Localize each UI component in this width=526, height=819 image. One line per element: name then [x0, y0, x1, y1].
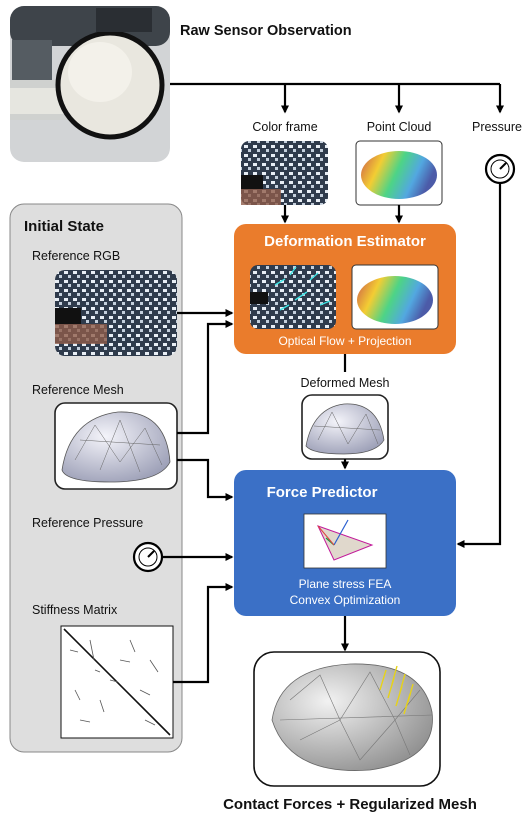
deformation-estimator-title: Deformation Estimator: [264, 233, 426, 250]
point-cloud-label: Point Cloud: [366, 120, 432, 134]
reference-pressure-label: Reference Pressure: [32, 516, 144, 530]
stiffness-matrix-image: [60, 625, 174, 739]
deformed-mesh-label: Deformed Mesh: [300, 376, 390, 390]
force-predictor-caption-2: Convex Optimization: [289, 593, 401, 607]
stiffness-matrix-label: Stiffness Matrix: [32, 603, 118, 617]
raw-sensor-title: Raw Sensor Observation: [180, 23, 352, 39]
optical-flow-image: [250, 265, 336, 329]
initial-state-title: Initial State: [24, 218, 105, 235]
sensor-photo: [10, 6, 170, 162]
pressure-gauge-icon: [484, 153, 516, 185]
point-cloud-image: [355, 140, 443, 206]
force-predictor-title: Force Predictor: [266, 484, 378, 501]
force-predictor-caption-1: Plane stress FEA: [298, 577, 392, 591]
pressure-label: Pressure: [471, 120, 523, 134]
color-frame-label: Color frame: [252, 120, 318, 134]
deformed-mesh-image: [301, 394, 389, 460]
reference-mesh-label: Reference Mesh: [32, 383, 124, 397]
connectors: [162, 82, 504, 684]
color-frame-image: [241, 141, 328, 205]
output-title: Contact Forces + Regularized Mesh: [223, 796, 477, 813]
reference-mesh-image: [54, 402, 178, 490]
fea-triangle-image: [303, 513, 387, 569]
reference-rgb-label: Reference RGB: [32, 249, 121, 263]
projection-image: [351, 264, 439, 330]
reference-rgb-image: [55, 270, 177, 356]
reference-pressure-gauge-icon: [132, 541, 164, 573]
output-mesh-image: [253, 651, 441, 787]
deformation-estimator-caption: Optical Flow + Projection: [278, 334, 412, 348]
